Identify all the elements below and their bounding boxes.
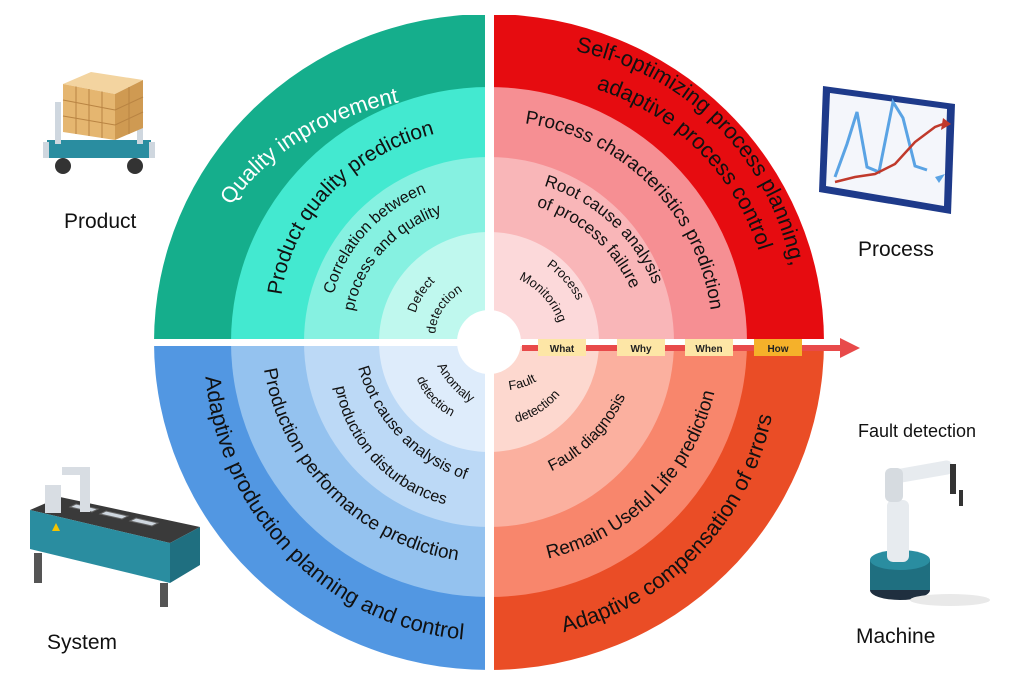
boxes-on-cart-icon — [43, 72, 155, 174]
arrow-tag-how: How — [754, 339, 802, 356]
machine-ring-3 — [489, 342, 599, 452]
system-label: System — [47, 631, 118, 654]
conveyor-belt-icon — [30, 467, 200, 607]
quality-ring-3 — [379, 232, 489, 342]
center-hole — [457, 310, 521, 374]
svg-text:How: How — [767, 344, 788, 355]
system-ring-3 — [379, 342, 489, 452]
robot-arm-icon — [870, 460, 990, 606]
product-label: Product — [64, 210, 137, 233]
svg-text:When: When — [695, 344, 722, 355]
arrow-tag-why: Why — [617, 339, 665, 356]
arrow-tag-what: What — [538, 339, 586, 356]
svg-text:What: What — [550, 344, 575, 355]
process-ring-3 — [489, 232, 599, 342]
ring-layer — [154, 15, 824, 670]
svg-text:Why: Why — [630, 344, 652, 355]
process-label: Process — [858, 238, 934, 261]
line-chart-board-icon — [819, 86, 955, 214]
what-why-when-how-arrow: What Why When How — [522, 338, 860, 358]
fault-detection-label: Fault detection — [858, 421, 977, 441]
machine-label: Machine — [856, 625, 936, 648]
arrow-tag-when: When — [685, 339, 733, 356]
